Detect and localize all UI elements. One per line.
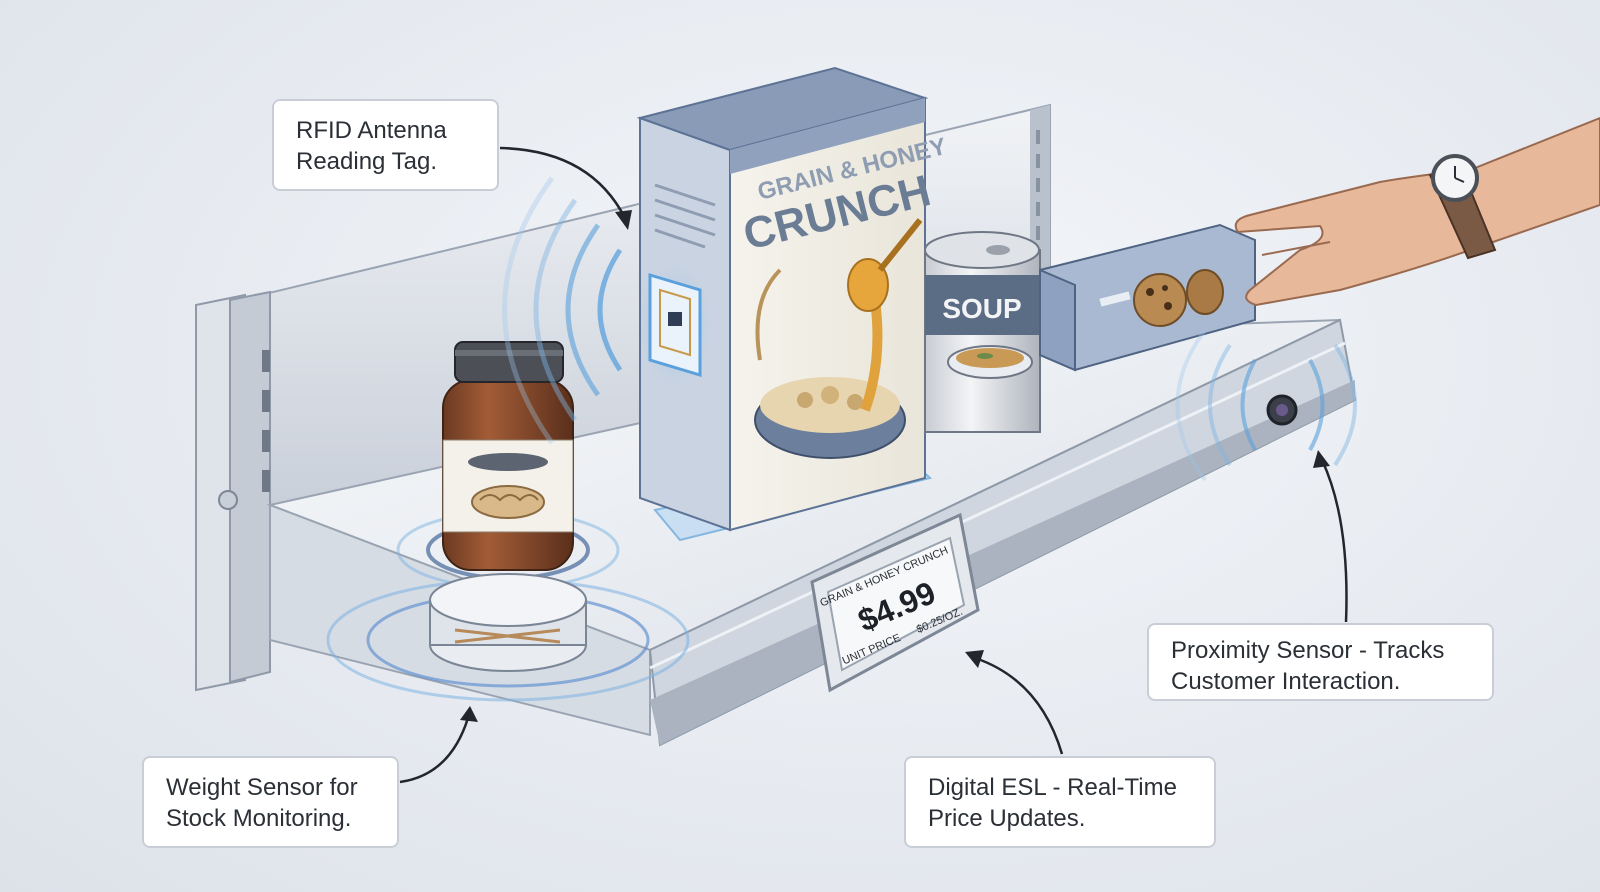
callout-esl-line1: Digital ESL - Real-Time [928, 774, 1177, 801]
arrowhead-proximity [1313, 450, 1330, 468]
wristwatch-icon [1428, 154, 1497, 260]
proximity-signal-wave-icon [1175, 328, 1357, 482]
arrow-rfid [499, 146, 627, 219]
callout-proximity-sensor: Proximity Sensor - Tracks Customer Inter… [1147, 623, 1494, 701]
customer-hand [1234, 116, 1600, 307]
weight-sensor [326, 510, 690, 702]
arrowhead-esl [965, 650, 984, 668]
callout-rfid-antenna: RFID Antenna Reading Tag. [272, 99, 499, 191]
peanut-butter-jar [442, 341, 574, 571]
callout-arrows [399, 146, 1348, 784]
callout-proximity-line2: Customer Interaction. [1171, 668, 1401, 695]
arrow-proximity [1320, 459, 1348, 623]
cereal-box: GRAIN & HONEY CRUNCH [636, 66, 949, 532]
callout-rfid-line1: RFID Antenna [296, 117, 447, 144]
callout-digital-esl: Digital ESL - Real-Time Price Updates. [904, 756, 1216, 848]
shelf-upright-left [195, 290, 271, 692]
rfid-signal-wave-icon [502, 176, 623, 445]
callout-rfid-line2: Reading Tag. [296, 148, 437, 175]
callout-proximity-line1: Proximity Sensor - Tracks [1171, 637, 1445, 664]
rfid-tag-icon [640, 265, 710, 385]
soup-can-label: SOUP [942, 293, 1021, 324]
callout-weight-sensor: Weight Sensor for Stock Monitoring. [142, 756, 399, 848]
arrow-weight [399, 717, 470, 784]
cookie-package [1039, 223, 1256, 372]
soup-can: SOUP [924, 231, 1041, 433]
callout-weight-line2: Stock Monitoring. [166, 805, 352, 832]
callout-esl-line2: Price Updates. [928, 805, 1086, 832]
arrowhead-weight [460, 706, 478, 722]
callout-weight-line1: Weight Sensor for [166, 774, 358, 801]
proximity-sensor-icon [1266, 394, 1298, 426]
arrowhead-rfid [615, 210, 632, 230]
arrow-esl [974, 656, 1064, 755]
